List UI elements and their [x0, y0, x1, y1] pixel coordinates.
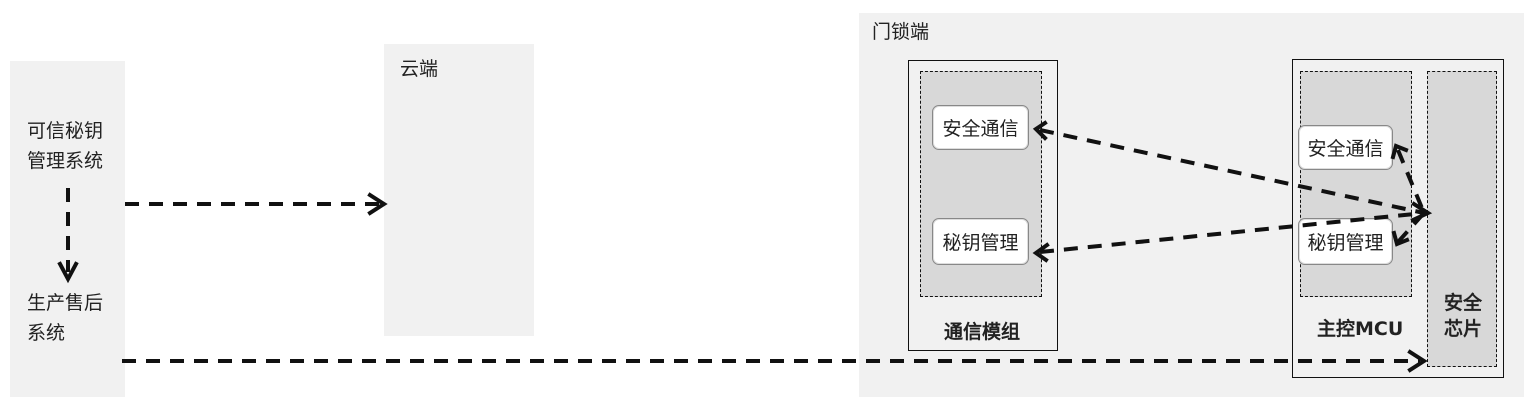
main-mcu-title: 主控MCU	[1317, 318, 1404, 340]
comm-module-title: 通信模组	[944, 321, 1021, 343]
comm-key-management-function: 秘钥管理	[932, 218, 1029, 265]
kms-label: 可信秘钥 管理系统	[27, 120, 104, 172]
mcu-secure-comm-function: 安全通信	[1298, 125, 1393, 170]
security-chip-box	[1427, 71, 1497, 367]
factory-system-label: 生产售后 系统	[27, 292, 104, 344]
cloud-panel	[384, 44, 534, 336]
comm-secure-comm-function: 安全通信	[932, 105, 1029, 150]
cloud-title: 云端	[400, 58, 439, 80]
mcu-key-management-function: 秘钥管理	[1298, 218, 1393, 265]
security-chip-title: 安全 芯片	[1444, 292, 1483, 340]
door-lock-title: 门锁端	[872, 21, 930, 43]
